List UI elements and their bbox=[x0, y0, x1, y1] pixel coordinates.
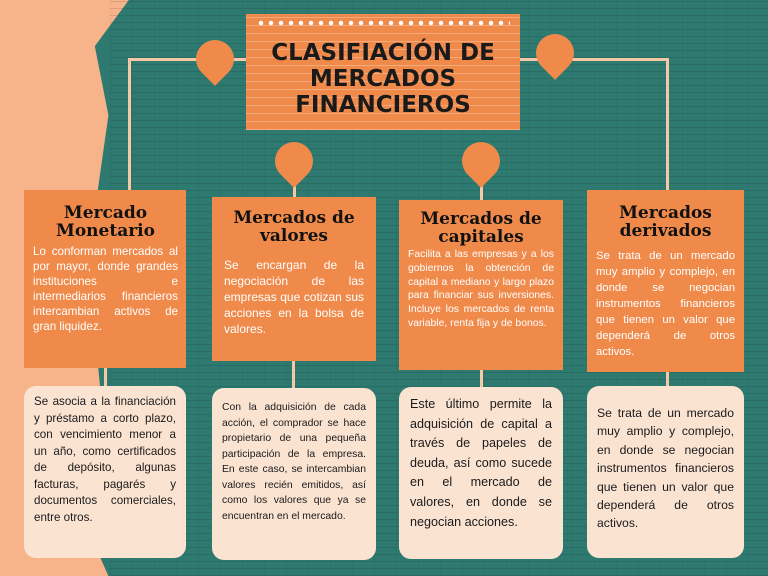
connector-line-card2 bbox=[292, 360, 295, 390]
category-description: Facilita a las empresas y a los gobierno… bbox=[408, 249, 554, 329]
category-description: Lo conforman mercados al por mayor, dond… bbox=[33, 245, 178, 333]
connector-line-right bbox=[666, 58, 669, 192]
category-description: Se trata de un mercado muy amplio y comp… bbox=[596, 250, 735, 358]
connector-line-card4 bbox=[666, 372, 669, 388]
page-title: CLASIFIACIÓN DE MERCADOS FINANCIEROS bbox=[271, 40, 495, 118]
detail-card-monetario: Se asocia a la financiación y préstamo a… bbox=[24, 386, 186, 558]
spiral-dots bbox=[256, 20, 510, 26]
category-box-derivados: Mercados derivados Se trata de un mercad… bbox=[587, 190, 744, 372]
detail-text: Se asocia a la financiación y préstamo a… bbox=[34, 395, 176, 524]
connector-line-col3 bbox=[480, 175, 483, 200]
connector-line-col2 bbox=[293, 175, 296, 200]
detail-text: Con la adquisición de cada acción, el co… bbox=[222, 402, 366, 522]
title-box: CLASIFIACIÓN DE MERCADOS FINANCIEROS bbox=[246, 14, 520, 130]
connector-line-card1 bbox=[104, 365, 107, 387]
connector-line-card3 bbox=[480, 370, 483, 390]
detail-card-capitales: Este último permite la adquisición de ca… bbox=[399, 387, 563, 559]
category-box-capitales: Mercados de capitales Facilita a las emp… bbox=[399, 200, 563, 370]
category-box-valores: Mercados de valores Se encargan de la ne… bbox=[212, 197, 376, 361]
detail-text: Este último permite la adquisición de ca… bbox=[410, 397, 552, 529]
connector-line-left bbox=[128, 58, 131, 192]
detail-card-derivados: Se trata de un mercado muy amplio y comp… bbox=[587, 386, 744, 558]
category-title: Mercado Monetario bbox=[56, 203, 155, 241]
category-title: Mercados de valores bbox=[233, 208, 355, 246]
detail-text: Se trata de un mercado muy amplio y comp… bbox=[597, 406, 734, 531]
category-title: Mercados de capitales bbox=[420, 209, 542, 247]
category-description: Se encargan de la negociación de las emp… bbox=[224, 258, 364, 336]
category-title: Mercados derivados bbox=[619, 203, 712, 241]
connector-line-right-top bbox=[560, 58, 668, 61]
detail-card-valores: Con la adquisición de cada acción, el co… bbox=[212, 388, 376, 560]
category-box-monetario: Mercado Monetario Lo conforman mercados … bbox=[24, 190, 186, 368]
